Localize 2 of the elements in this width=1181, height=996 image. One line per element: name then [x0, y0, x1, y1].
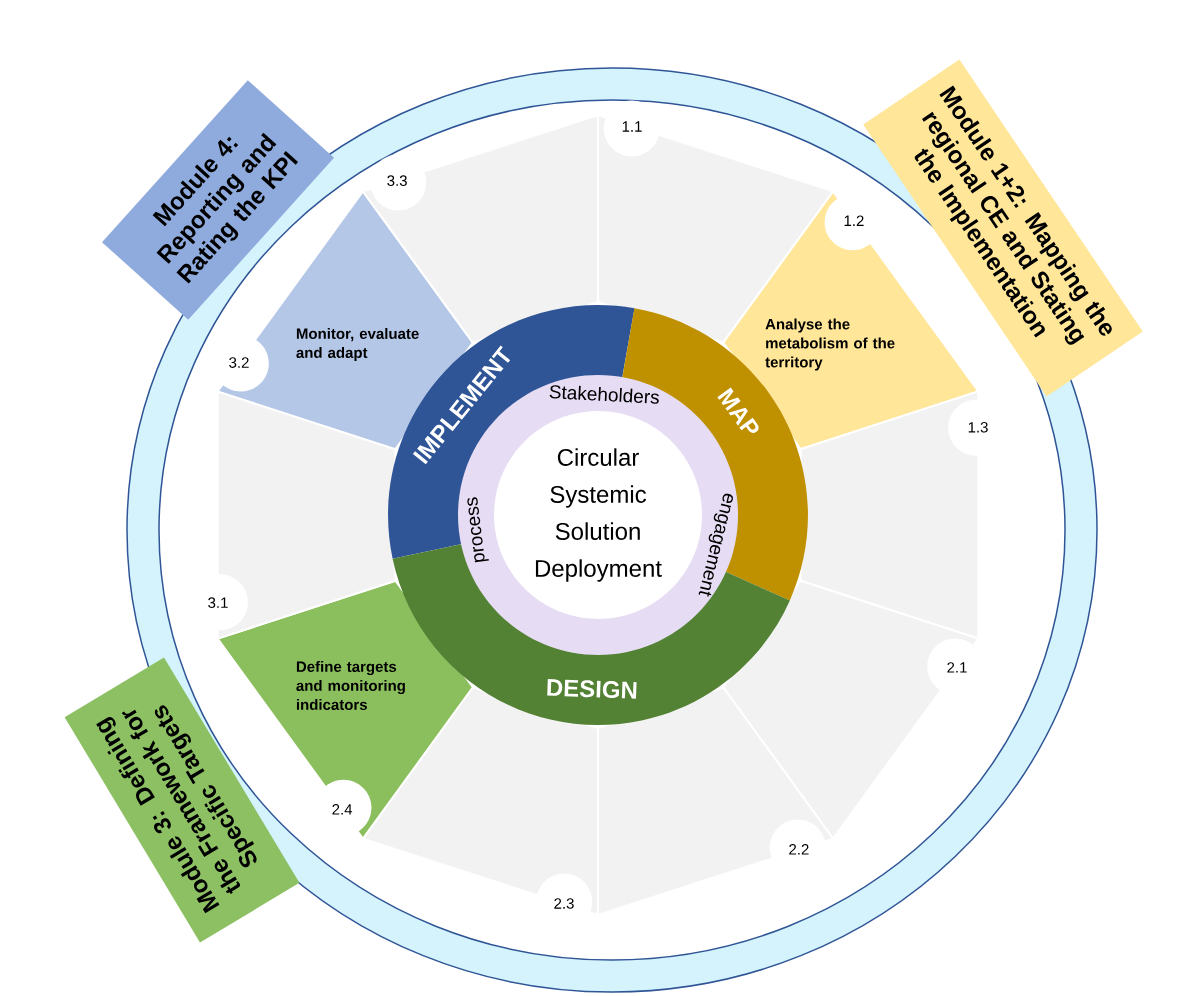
petal-segment: 1.3: [799, 390, 1005, 640]
petal-segment: 3.1: [191, 390, 397, 640]
